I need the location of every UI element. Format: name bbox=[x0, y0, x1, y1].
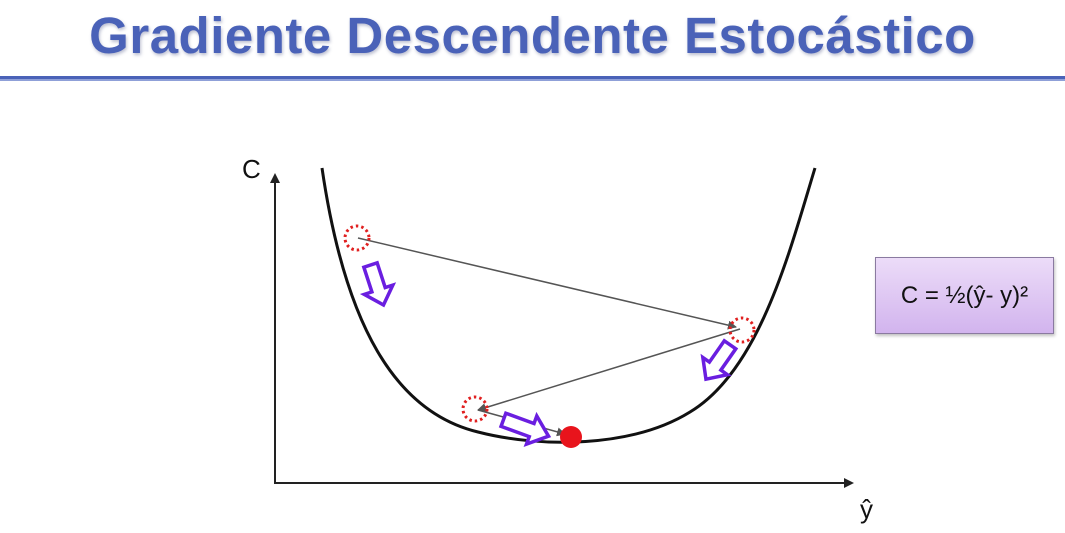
y-axis-label: C bbox=[242, 154, 261, 184]
title-underline bbox=[0, 76, 1065, 79]
title-underline-shadow bbox=[0, 79, 1065, 81]
hollow-arrow-icon bbox=[700, 338, 739, 382]
slide-title: Gradiente Descendente Estocástico bbox=[89, 7, 976, 64]
formula-box: C = ½(ŷ- y)² bbox=[875, 257, 1054, 334]
step-line bbox=[477, 328, 741, 412]
step-line bbox=[357, 237, 737, 330]
dotted-circle-icon bbox=[728, 316, 756, 344]
filled-circle-icon bbox=[560, 426, 582, 448]
dotted-circle-icon bbox=[343, 224, 371, 252]
dotted-circle-icon bbox=[461, 395, 489, 423]
hollow-arrow-icon bbox=[498, 410, 552, 448]
cost-curve bbox=[320, 167, 817, 444]
cost-formula: C = ½(ŷ- y)² bbox=[900, 281, 1029, 309]
x-axis-label: ŷ bbox=[860, 494, 873, 524]
hollow-arrow-icon bbox=[359, 260, 397, 308]
